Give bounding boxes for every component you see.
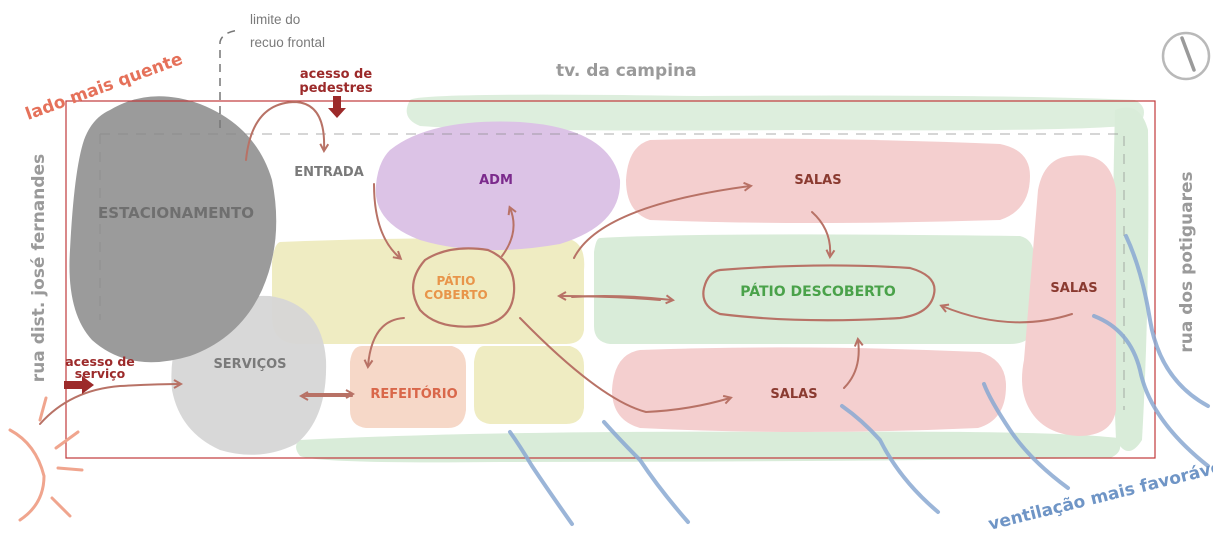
zone-salas-right: SALAS [1050,281,1097,296]
site-boundary [65,100,1156,459]
zone-servicos: SERVIÇOS [213,357,286,372]
green-band-bottom [296,431,1121,463]
zone-salas-top: SALAS [794,173,841,188]
patio-coberto-ring [412,247,516,328]
patio-descoberto-ring [702,264,936,322]
service-access-line1: acesso de [65,354,135,369]
setback-leader [219,29,241,128]
setback-line [99,133,1125,410]
street-right-label: rua dos potiguares [1177,171,1197,352]
arrow-to-salas-top [573,186,750,259]
zone-estacionamento: ESTACIONAMENTO [98,204,254,222]
arrow-entrada-to-patio [373,183,400,258]
refeitorio-block [350,346,466,428]
arrow-patio-to-refeitorio [368,317,405,366]
street-left-label: rua dist. josé fernandes [29,154,49,382]
zone-patio-coberto-line1: PÁTIO [437,273,476,288]
pedestrian-arrow-icon [328,96,346,118]
arrow-service-access [39,384,180,425]
street-top-label: tv. da campina [556,61,697,81]
zone-refeitorio: REFEITÓRIO [370,386,457,402]
arrow-salas-right-to-patio [942,306,1073,324]
ventilation-arrows [508,234,1210,526]
arrow-patio-descoberto-back [560,296,661,301]
salas-bottom-block [612,347,1006,432]
arrow-parking-to-entrada [245,100,324,161]
arrow-patio-to-salas-bottom [519,317,730,414]
arrow-patio-to-adm [501,208,514,257]
zone-entrada: ENTRADA [294,165,364,180]
recuo-label-line2: recuo frontal [250,35,325,50]
salas-right-block [1022,155,1116,436]
zone-patio-descoberto: PÁTIO DESCOBERTO [740,283,896,300]
adm-block [375,121,621,251]
service-access-line2: serviço [75,366,126,381]
north-compass-icon [1161,31,1211,81]
zone-salas-bottom: SALAS [770,387,817,402]
pedestrian-access-line1: acesso de [300,67,373,82]
service-arrow-icon [64,376,94,394]
yellow-block-small [474,346,584,424]
estacionamento-block [69,96,277,363]
zone-patio-coberto-line2: COBERTO [424,288,487,302]
green-block-patio-descoberto [594,234,1035,344]
arrow-salas-top-down [811,211,830,256]
ventilation-label: ventilação mais favorável [986,456,1213,534]
pedestrian-access-line2: pedestres [299,81,372,96]
arrow-salas-bottom-up [843,340,859,389]
green-band-top [406,94,1145,131]
salas-top-block [626,138,1030,223]
recuo-label-line1: limite do [250,12,300,27]
sun-icon [8,396,84,522]
zone-adm: ADM [479,173,513,188]
flow-arrows [39,100,1073,425]
